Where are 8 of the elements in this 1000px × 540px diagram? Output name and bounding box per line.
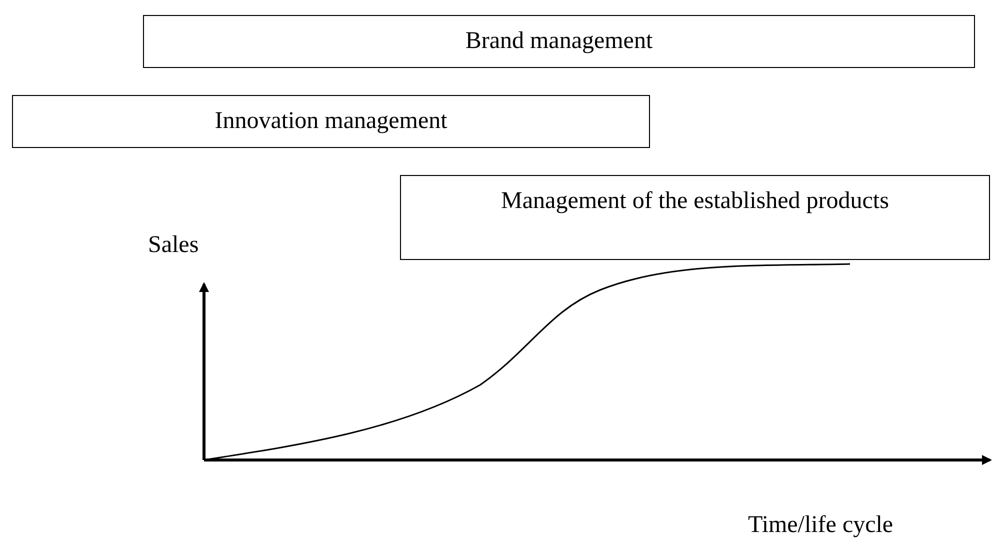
- axis-label: Sales: [148, 232, 199, 259]
- axis-label: Time/life cycle: [748, 512, 894, 539]
- label-box: [12, 95, 650, 148]
- box-text: Brand management: [464, 28, 654, 55]
- label-box: [400, 175, 990, 260]
- box-text: Innovation management: [214, 108, 448, 135]
- box-text: Management of the established products: [500, 188, 890, 215]
- label-box: [143, 15, 975, 68]
